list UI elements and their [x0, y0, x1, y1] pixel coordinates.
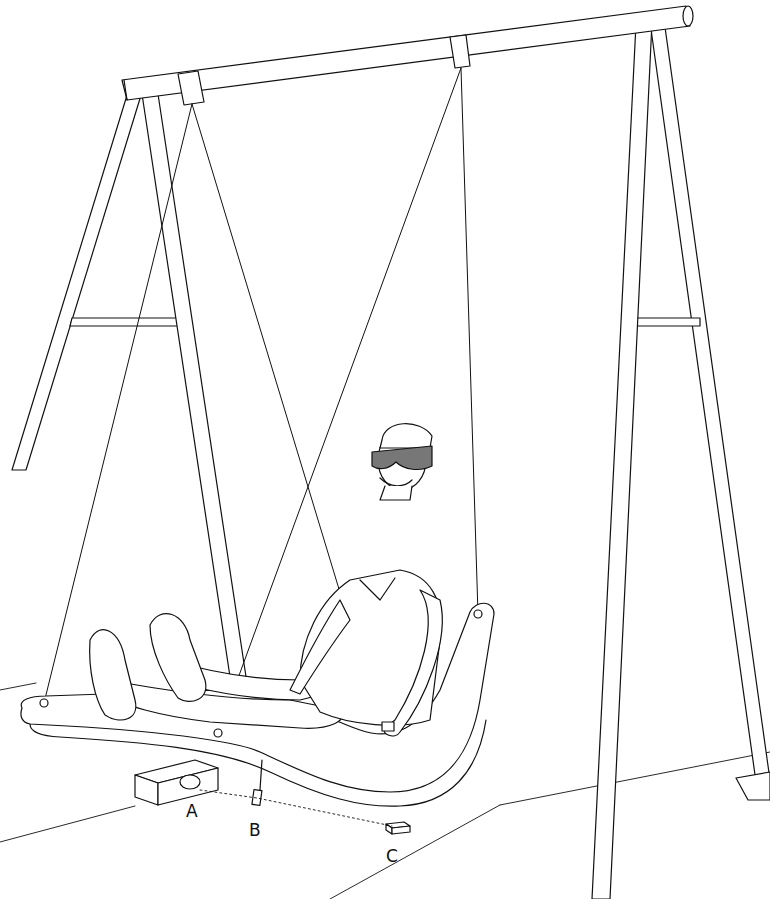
sensor-c — [386, 822, 410, 834]
frame-leg — [650, 20, 770, 800]
strap-clip — [178, 71, 204, 105]
frame-leg — [592, 22, 652, 899]
beam-line — [200, 790, 392, 826]
person — [90, 424, 443, 736]
sensor-box-a — [135, 760, 218, 805]
part-label: C — [386, 848, 398, 865]
part-label: A — [186, 803, 198, 820]
frame-leg — [142, 94, 248, 690]
frame-leg — [12, 92, 142, 470]
frame-crossbar — [70, 318, 178, 326]
suspension-rope — [44, 68, 478, 733]
frame-top-bar — [122, 6, 693, 100]
part-label: B — [249, 822, 261, 839]
strap-clip — [450, 35, 470, 68]
